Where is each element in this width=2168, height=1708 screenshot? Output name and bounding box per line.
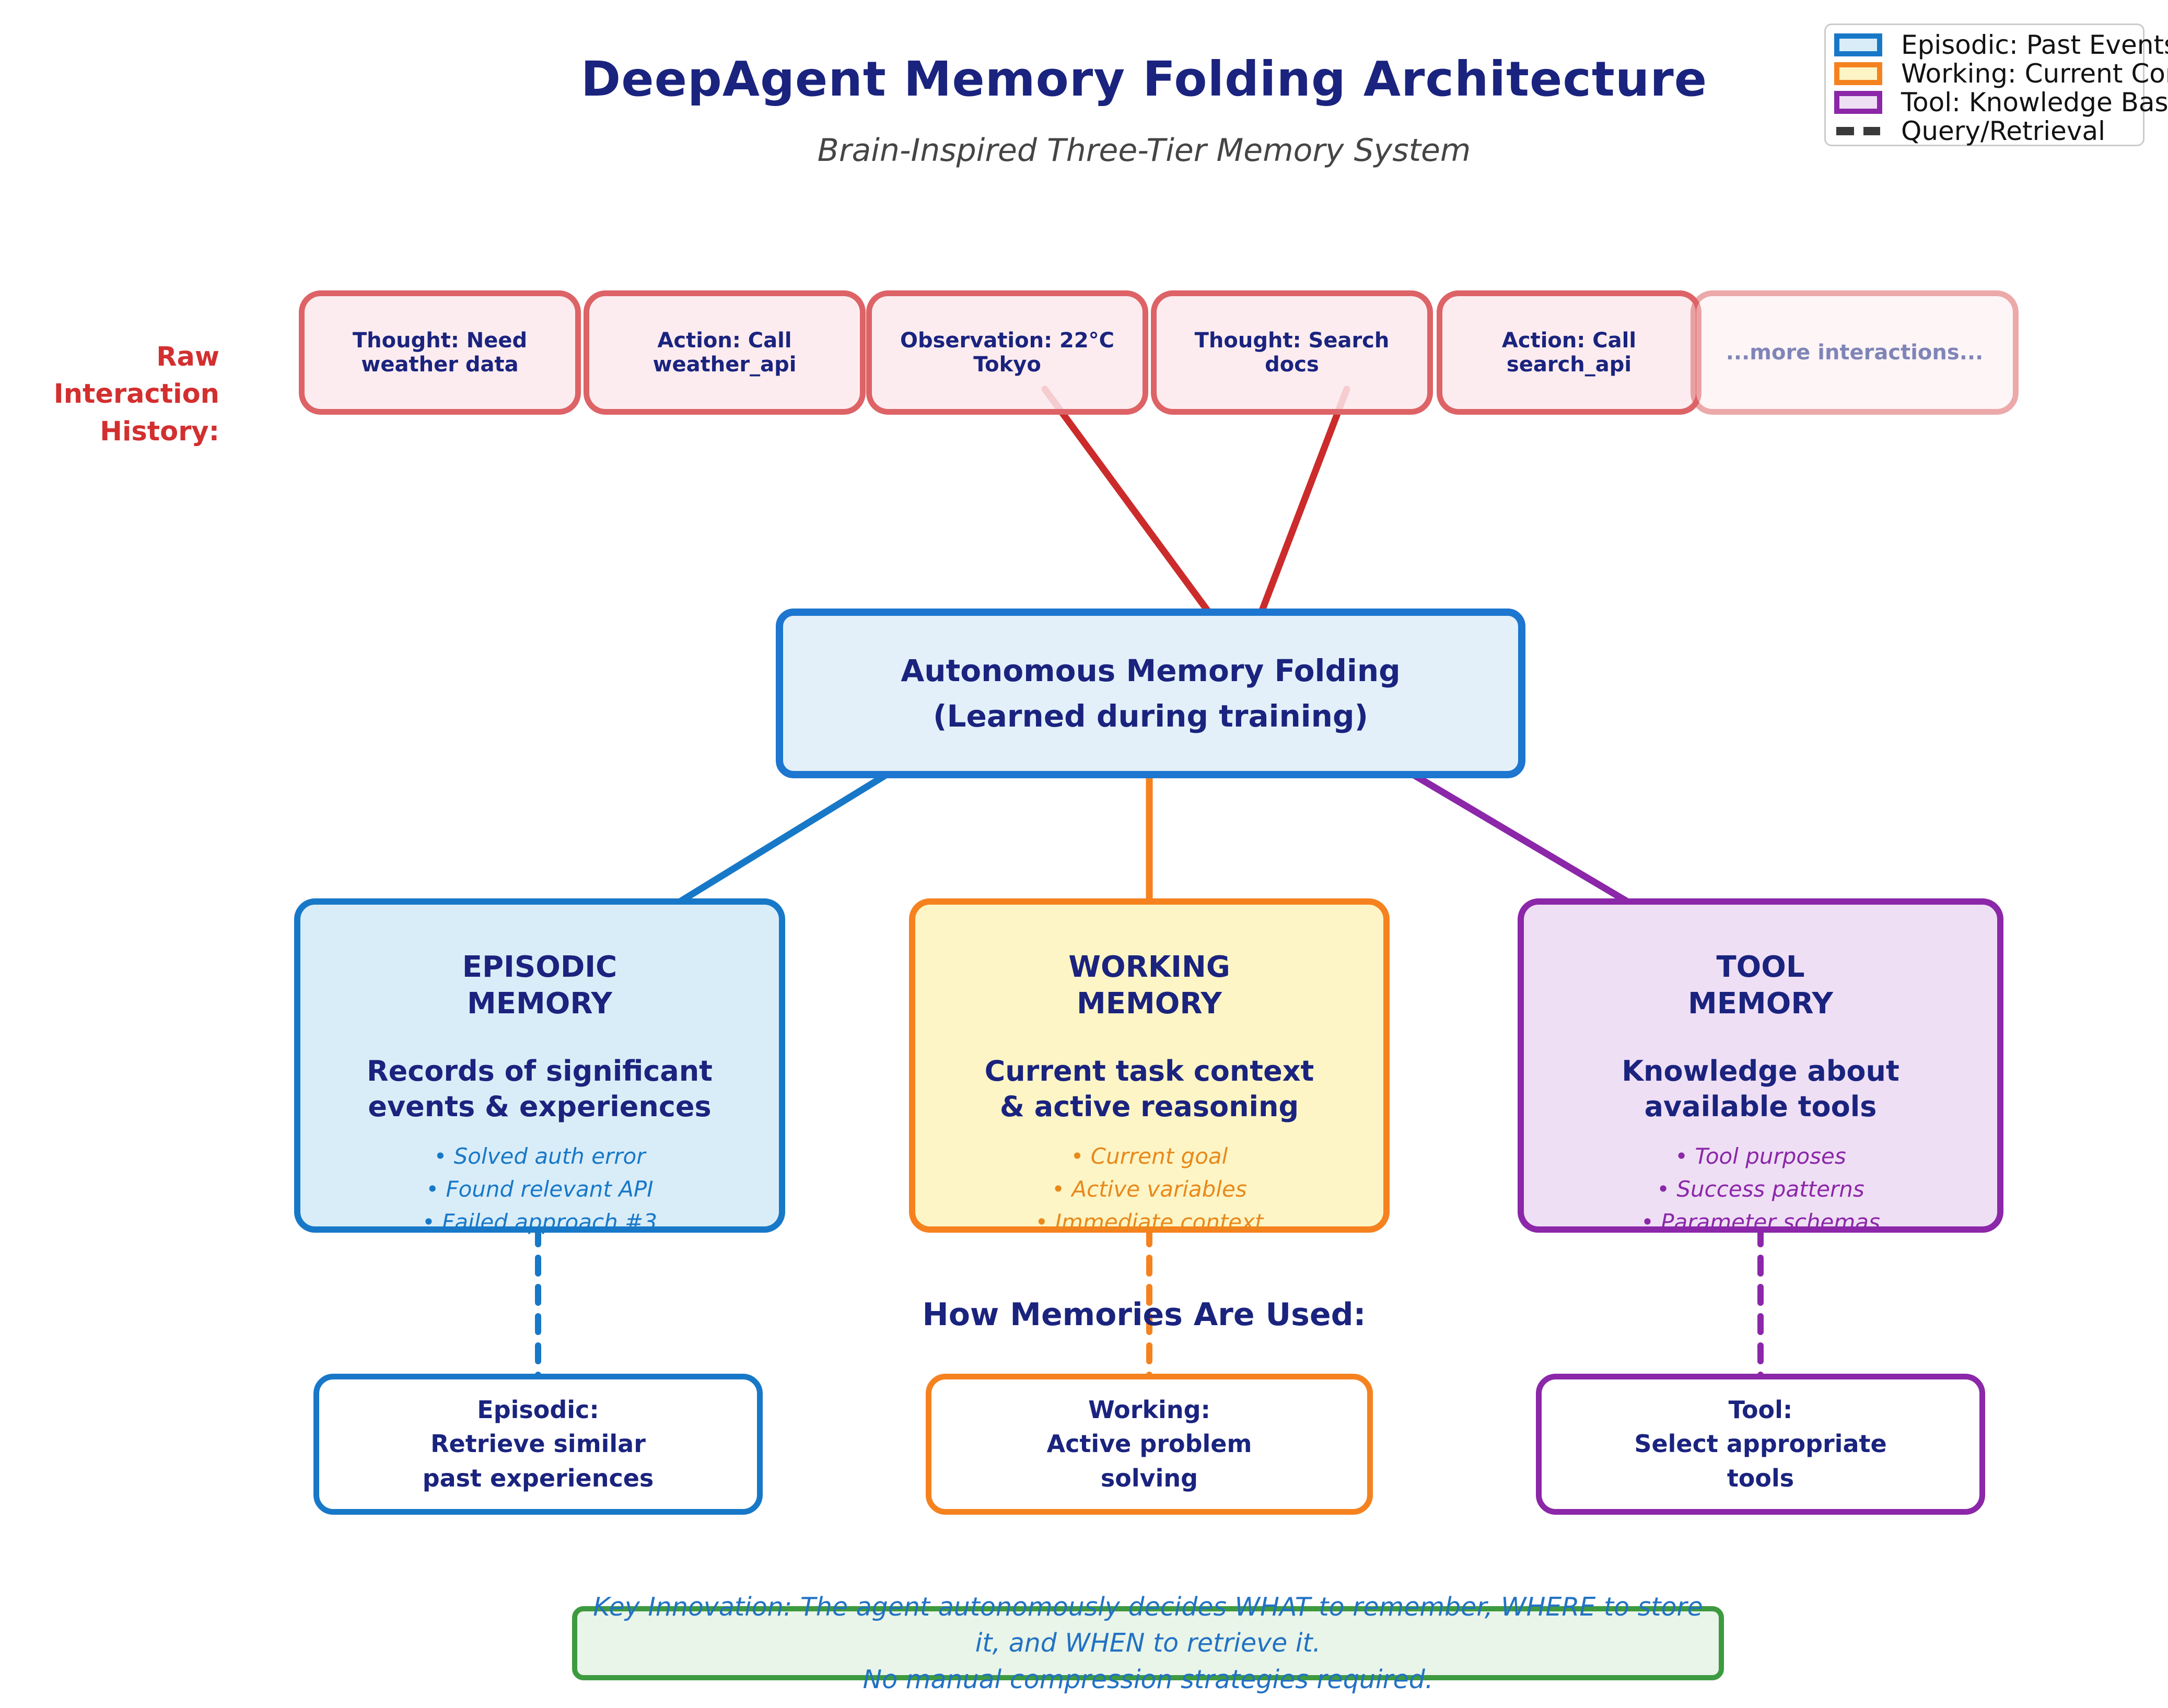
episodic-memory-desc: Records of significant events & experien… [300,1054,779,1124]
tool-memory-title: TOOL MEMORY [1524,949,1997,1022]
interaction-box-thought-weather: Thought: Need weather data [299,290,581,415]
folding-to-episodic-line [671,769,893,908]
usage-working-line1: Working: [1088,1396,1210,1424]
working-title-line1: WORKING [1068,950,1230,984]
working-memory-desc: Current task context & active reasoning [915,1054,1383,1124]
usage-tool-line2: Select appropriate [1634,1430,1887,1458]
episodic-bullet: • Failed approach #3 [422,1209,657,1235]
fold-line-from-observation [1041,385,1225,633]
usage-episodic-line2: Retrieve similar [430,1430,646,1458]
episodic-title-line1: EPISODIC [462,950,617,984]
usage-working-line3: solving [1100,1464,1198,1492]
dashed-line-swatch [1836,126,1880,135]
interaction-box-action-search: Action: Call search_api [1437,290,1701,415]
tool-memory-bullets: • Tool purposes • Success patterns • Par… [1524,1140,1997,1238]
fold-line-from-thought [1251,385,1350,633]
tool-memory-desc: Knowledge about available tools [1524,1054,1997,1124]
tool-memory-box: TOOL MEMORY Knowledge about available to… [1518,898,2003,1235]
usage-working-line2: Active problem [1046,1430,1252,1458]
memory-folding-line2: (Learned during training) [933,698,1368,734]
key-innovation-box: Key Innovation: The agent autonomously d… [572,1592,1724,1694]
usage-episodic-line3: past experiences [422,1464,654,1492]
legend-label: Episodic: Past Events [1901,29,2168,60]
tool-bullet: • Tool purposes [1675,1143,1846,1169]
episodic-bullet: • Solved auth error [434,1143,646,1169]
usage-box-working: Working: Active problem solving [926,1374,1373,1515]
interaction-box-observation: Observation: 22°C Tokyo [866,290,1148,415]
tool-title-line1: TOOL [1716,950,1805,984]
tool-desc-line2: available tools [1644,1090,1877,1123]
tool-bullet: • Parameter schemas [1641,1209,1880,1235]
raw-history-label-line2: History: [100,416,219,447]
usage-tool-line1: Tool: [1728,1396,1793,1424]
working-bullet: • Active variables [1052,1176,1247,1202]
interaction-box-thought-search: Thought: Search docs [1151,290,1433,415]
memory-folding-box: Autonomous Memory Folding (Learned durin… [776,609,1525,778]
episodic-desc-line1: Records of significant [367,1055,713,1087]
tool-desc-line1: Knowledge about [1622,1055,1899,1087]
key-innovation-line1: Key Innovation: The agent autonomously d… [593,1592,1703,1658]
legend: Episodic: Past Events Working: Current C… [1824,24,2168,146]
usage-box-episodic: Episodic: Retrieve similar past experien… [313,1374,763,1515]
tool-title-line2: MEMORY [1688,987,1833,1021]
episodic-memory-title: EPISODIC MEMORY [300,949,779,1022]
tool-swatch [1834,90,1882,114]
usage-box-tool: Tool: Select appropriate tools [1536,1374,1985,1515]
page-subtitle: Brain-Inspired Three-Tier Memory System [817,132,1471,169]
episodic-memory-box: EPISODIC MEMORY Records of significant e… [294,898,785,1235]
working-bullet: • Current goal [1070,1143,1228,1169]
raw-history-label: Raw Interaction History: [0,338,219,450]
working-memory-bullets: • Current goal • Active variables • Imme… [915,1140,1383,1238]
legend-item-tool: Tool: Knowledge Base [1834,87,2168,118]
interaction-box-more: ...more interactions... [1691,290,2019,415]
episodic-bullet: • Found relevant API [426,1176,654,1202]
tool-bullet: • Success patterns [1657,1176,1864,1202]
episodic-title-line2: MEMORY [467,987,612,1021]
legend-item-query: Query/Retrieval [1834,115,2143,146]
usage-tool-line3: tools [1727,1464,1794,1492]
interaction-box-action-weather: Action: Call weather_api [584,290,866,415]
legend-item-working: Working: Current Context [1834,59,2168,89]
legend-item-episodic: Episodic: Past Events [1834,30,2168,60]
memory-folding-line1: Autonomous Memory Folding [901,652,1401,688]
folding-to-tool-line [1407,769,1636,908]
working-desc-line1: Current task context [984,1055,1314,1087]
raw-history-label-line1: Raw Interaction [53,342,219,410]
working-memory-box: WORKING MEMORY Current task context & ac… [909,898,1390,1235]
working-desc-line2: & active reasoning [999,1090,1299,1123]
working-bullet: • Immediate context [1035,1209,1264,1235]
working-title-line2: MEMORY [1077,987,1222,1021]
episodic-swatch [1834,33,1882,56]
usage-episodic-line1: Episodic: [477,1396,599,1424]
key-innovation-line2: No manual compression strategies require… [862,1664,1433,1694]
legend-label: Working: Current Context [1901,58,2168,89]
usage-heading: How Memories Are Used: [922,1296,1366,1333]
legend-label: Query/Retrieval [1901,115,2105,146]
header: DeepAgent Memory Folding Architecture Br… [562,51,1727,169]
episodic-memory-bullets: • Solved auth error • Found relevant API… [300,1140,779,1238]
legend-label: Tool: Knowledge Base [1901,87,2168,118]
episodic-desc-line2: events & experiences [368,1090,712,1123]
working-memory-title: WORKING MEMORY [915,949,1383,1022]
working-swatch [1834,62,1882,85]
page-title: DeepAgent Memory Folding Architecture [580,51,1708,107]
